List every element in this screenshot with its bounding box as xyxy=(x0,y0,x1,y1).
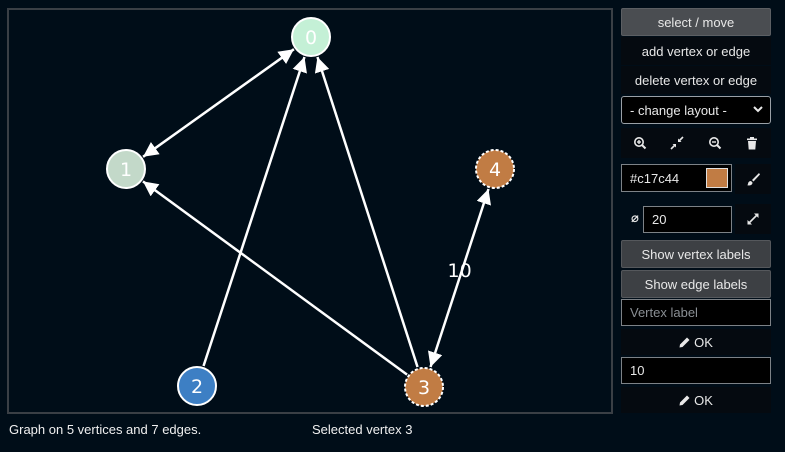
fit-view-button[interactable] xyxy=(658,128,696,158)
zoom-toolbar xyxy=(621,128,771,158)
zoom-out-icon xyxy=(708,137,721,150)
color-hex-value: #c17c44 xyxy=(630,170,680,186)
layout-select[interactable]: - change layout - xyxy=(621,96,771,124)
graph-edge-3-4[interactable] xyxy=(428,188,491,368)
vertex-label-ok-text: OK xyxy=(694,334,713,350)
edge-label-ok-text: OK xyxy=(694,392,713,408)
show-edge-labels-button[interactable]: Show edge labels xyxy=(621,270,771,298)
add-vertex-edge-button[interactable]: add vertex or edge xyxy=(621,37,771,65)
apply-color-button[interactable] xyxy=(735,164,771,194)
vertex-label-0: 0 xyxy=(305,27,317,49)
select-move-button[interactable]: select / move xyxy=(621,8,771,36)
graph-edge-2-0[interactable] xyxy=(202,56,307,367)
graph-vertex-4[interactable]: 4 xyxy=(475,149,515,189)
graph-edge-3-1[interactable] xyxy=(142,180,408,376)
edge-label-input[interactable]: 10 xyxy=(621,357,771,384)
vertex-label-placeholder: Vertex label xyxy=(630,305,698,320)
compress-icon xyxy=(670,136,684,150)
show-vertex-labels-button[interactable]: Show vertex labels xyxy=(621,240,771,268)
graph-drawing[interactable]: 10 0 1 2 3 4 xyxy=(9,10,611,412)
graph-canvas[interactable]: 10 0 1 2 3 4 xyxy=(7,8,613,414)
color-swatch[interactable] xyxy=(706,168,728,188)
chevron-down-icon xyxy=(753,106,763,113)
trash-icon xyxy=(747,136,758,149)
graph-edge-0-1[interactable] xyxy=(142,48,295,158)
vertex-circle-4[interactable] xyxy=(475,149,515,189)
expand-icon xyxy=(747,213,759,225)
pencil-icon xyxy=(679,395,690,405)
zoom-out-button[interactable] xyxy=(696,128,734,158)
selection-status: Selected vertex 3 xyxy=(312,422,413,437)
vertex-circle-3[interactable] xyxy=(404,367,444,407)
paintbrush-icon xyxy=(747,173,760,186)
vertex-circle-1[interactable] xyxy=(106,149,146,189)
vertex-label-3: 3 xyxy=(418,377,430,399)
vertex-circle-0[interactable] xyxy=(291,17,331,57)
vertex-label-ok-button[interactable]: OK xyxy=(621,329,771,355)
graph-vertex-3[interactable]: 3 xyxy=(404,367,444,407)
graph-vertex-1[interactable]: 1 xyxy=(106,149,146,189)
vertex-label-2: 2 xyxy=(191,376,203,398)
vertex-size-symbol: ⌀ xyxy=(631,211,639,226)
layout-select-value: - change layout - xyxy=(630,102,727,118)
graph-vertex-2[interactable]: 2 xyxy=(177,366,217,406)
edge-label-3-4: 10 xyxy=(448,260,472,282)
apply-size-button[interactable] xyxy=(735,204,771,234)
graph-vertex-0[interactable]: 0 xyxy=(291,17,331,57)
vertex-circle-2[interactable] xyxy=(177,366,217,406)
pencil-icon xyxy=(679,337,690,347)
vertex-label-input[interactable]: Vertex label xyxy=(621,299,771,326)
vertex-label-1: 1 xyxy=(120,159,132,181)
vertex-size-input[interactable]: 20 xyxy=(643,206,732,233)
edge-label-value: 10 xyxy=(630,363,645,378)
graph-summary: Graph on 5 vertices and 7 edges. xyxy=(9,422,202,437)
clear-graph-button[interactable] xyxy=(733,128,771,158)
zoom-in-icon xyxy=(633,137,646,150)
edge-label-ok-button[interactable]: OK xyxy=(621,387,771,413)
zoom-in-button[interactable] xyxy=(621,128,659,158)
delete-vertex-edge-button[interactable]: delete vertex or edge xyxy=(621,66,771,94)
vertex-label-4: 4 xyxy=(489,159,501,181)
graph-edge-3-0[interactable] xyxy=(314,56,419,368)
vertex-size-value: 20 xyxy=(652,212,667,227)
